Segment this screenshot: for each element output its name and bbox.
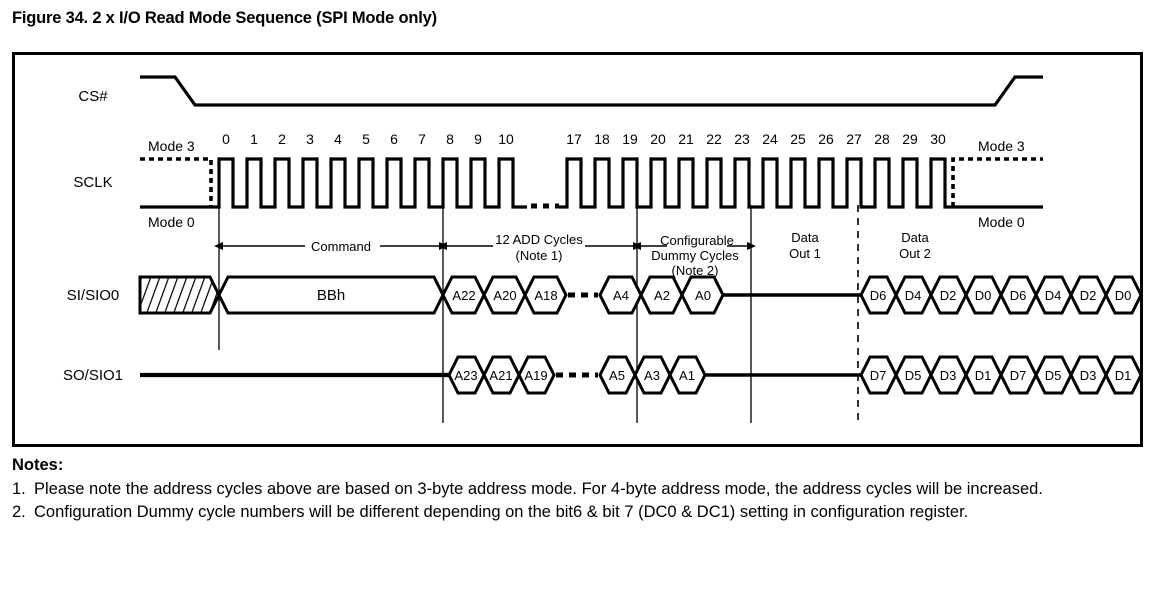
mode0-left-label: Mode 0 — [148, 214, 195, 230]
signal-label-sio1: SO/SIO1 — [63, 367, 123, 384]
cycle-number: 19 — [622, 131, 638, 147]
sio1-address-bit: A21 — [489, 368, 512, 383]
annotation-data-out-1-line2: Out 1 — [789, 246, 821, 261]
annotation-address-line2: (Note 1) — [516, 248, 563, 263]
cycle-number: 3 — [306, 131, 314, 147]
sio0-address-bit: A0 — [695, 288, 711, 303]
annotation-dummy-line1: Configurable — [660, 233, 734, 248]
note-number: 1. — [12, 479, 26, 498]
cycle-number: 29 — [902, 131, 918, 147]
sio1-data-bit: D5 — [1045, 368, 1062, 383]
cs-waveform — [140, 75, 1043, 107]
sio1-data-bit: D7 — [1010, 368, 1027, 383]
cycle-number: 2 — [278, 131, 286, 147]
cycle-number: 20 — [650, 131, 666, 147]
sio0-address-cells: A22 A20 A18 A4 A2 A0 — [441, 275, 725, 315]
annotation-data-out-1-line1: Data — [791, 230, 819, 245]
sio1-data-bit: D7 — [870, 368, 887, 383]
sio0-data-bit: D0 — [975, 288, 992, 303]
sio0-data-bit: D0 — [1115, 288, 1132, 303]
annotation-dummy-line2: Dummy Cycles — [651, 248, 739, 263]
sclk-pulses-first-group — [211, 157, 527, 209]
sio1-address-bit: A1 — [679, 368, 695, 383]
sio0-address-bit: A4 — [613, 288, 629, 303]
cycle-number: 25 — [790, 131, 806, 147]
sclk-mode3-dotted-left — [140, 157, 213, 207]
sio0-data-bit: D2 — [940, 288, 957, 303]
notes-section: Notes: 1. Please note the address cycles… — [10, 455, 1150, 525]
mode3-right-label: Mode 3 — [978, 138, 1025, 154]
mode0-right-label: Mode 0 — [978, 214, 1025, 230]
sio0-data-bit: D6 — [870, 288, 887, 303]
signal-label-sio0: SI/SIO0 — [67, 287, 120, 304]
sio0-command-value: BBh — [317, 287, 345, 304]
cycle-number: 23 — [734, 131, 750, 147]
cycle-number: 6 — [390, 131, 398, 147]
cycle-number: 8 — [446, 131, 454, 147]
note-number: 2. — [12, 502, 26, 521]
cycle-number: 26 — [818, 131, 834, 147]
sio0-data-bit: D4 — [905, 288, 922, 303]
note-item: 2. Configuration Dummy cycle numbers wil… — [10, 502, 1150, 524]
sio0-data-bit: D6 — [1010, 288, 1027, 303]
timing-diagram-container: CS# SCLK SI/SIO0 SO/SIO1 Mode 3 Mode 0 M… — [12, 52, 1143, 447]
cycle-number: 5 — [362, 131, 370, 147]
vertical-reference-lines — [218, 205, 752, 423]
signal-label-sclk: SCLK — [73, 174, 112, 191]
sclk-pulses-second-group — [559, 157, 953, 209]
cycle-number: 18 — [594, 131, 610, 147]
cycle-number: 9 — [474, 131, 482, 147]
sio1-address-bit: A23 — [454, 368, 477, 383]
cycle-number: 30 — [930, 131, 946, 147]
cycle-number: 21 — [678, 131, 694, 147]
cycle-number: 17 — [566, 131, 582, 147]
annotation-dummy-line3: (Note 2) — [672, 263, 719, 278]
cycle-number: 27 — [846, 131, 862, 147]
cycle-number: 10 — [498, 131, 514, 147]
sio1-data-bit: D1 — [1115, 368, 1132, 383]
annotation-command: Command — [311, 239, 371, 254]
cycle-number: 4 — [334, 131, 342, 147]
sio0-data-bit: D2 — [1080, 288, 1097, 303]
sio0-dontcare-start — [138, 275, 221, 315]
cycle-number: 22 — [706, 131, 722, 147]
cycle-number: 28 — [874, 131, 890, 147]
sio1-address-bit: A19 — [524, 368, 547, 383]
clock-cycle-numbers: 0 1 2 3 4 5 6 7 8 9 10 17 18 19 20 21 22… — [222, 131, 946, 147]
sio1-data-bit: D5 — [905, 368, 922, 383]
sio0-data-bit: D4 — [1045, 288, 1062, 303]
figure-title: Figure 34. 2 x I/O Read Mode Sequence (S… — [12, 9, 437, 27]
sio0-address-bit: A2 — [654, 288, 670, 303]
note-item: 1. Please note the address cycles above … — [10, 479, 1150, 501]
note-text: Please note the address cycles above are… — [34, 479, 1043, 498]
sio1-data-bit: D3 — [1080, 368, 1097, 383]
sio1-address-bit: A5 — [609, 368, 625, 383]
sio0-address-bit: A20 — [493, 288, 516, 303]
sio0-address-bit: A18 — [534, 288, 557, 303]
annotation-address-line1: 12 ADD Cycles — [495, 232, 583, 247]
sio1-address-bit: A3 — [644, 368, 660, 383]
annotation-data-out-2-line2: Out 2 — [899, 246, 931, 261]
cycle-number: 0 — [222, 131, 230, 147]
notes-heading: Notes: — [12, 456, 64, 474]
sclk-mode3-dotted-right — [951, 157, 1043, 207]
sio0-data-cells: D6 D4 D2 D0 D6 D4 D2 D0 — [859, 275, 1140, 315]
annotation-data-out-2-line1: Data — [901, 230, 929, 245]
sio1-data-bit: D1 — [975, 368, 992, 383]
sio0-address-bit: A22 — [452, 288, 475, 303]
sio1-data-cells: D7 D5 D3 D1 D7 D5 D3 D1 — [859, 355, 1140, 395]
signal-label-cs: CS# — [78, 88, 108, 105]
timing-diagram-svg: CS# SCLK SI/SIO0 SO/SIO1 Mode 3 Mode 0 M… — [63, 75, 1140, 423]
sio1-address-cells: A23 A21 A19 A5 A3 A1 — [447, 355, 707, 395]
mode3-left-label: Mode 3 — [148, 138, 195, 154]
cycle-number: 7 — [418, 131, 426, 147]
cycle-number: 1 — [250, 131, 258, 147]
sio1-data-bit: D3 — [940, 368, 957, 383]
note-text: Configuration Dummy cycle numbers will b… — [34, 502, 969, 521]
cycle-number: 24 — [762, 131, 778, 147]
